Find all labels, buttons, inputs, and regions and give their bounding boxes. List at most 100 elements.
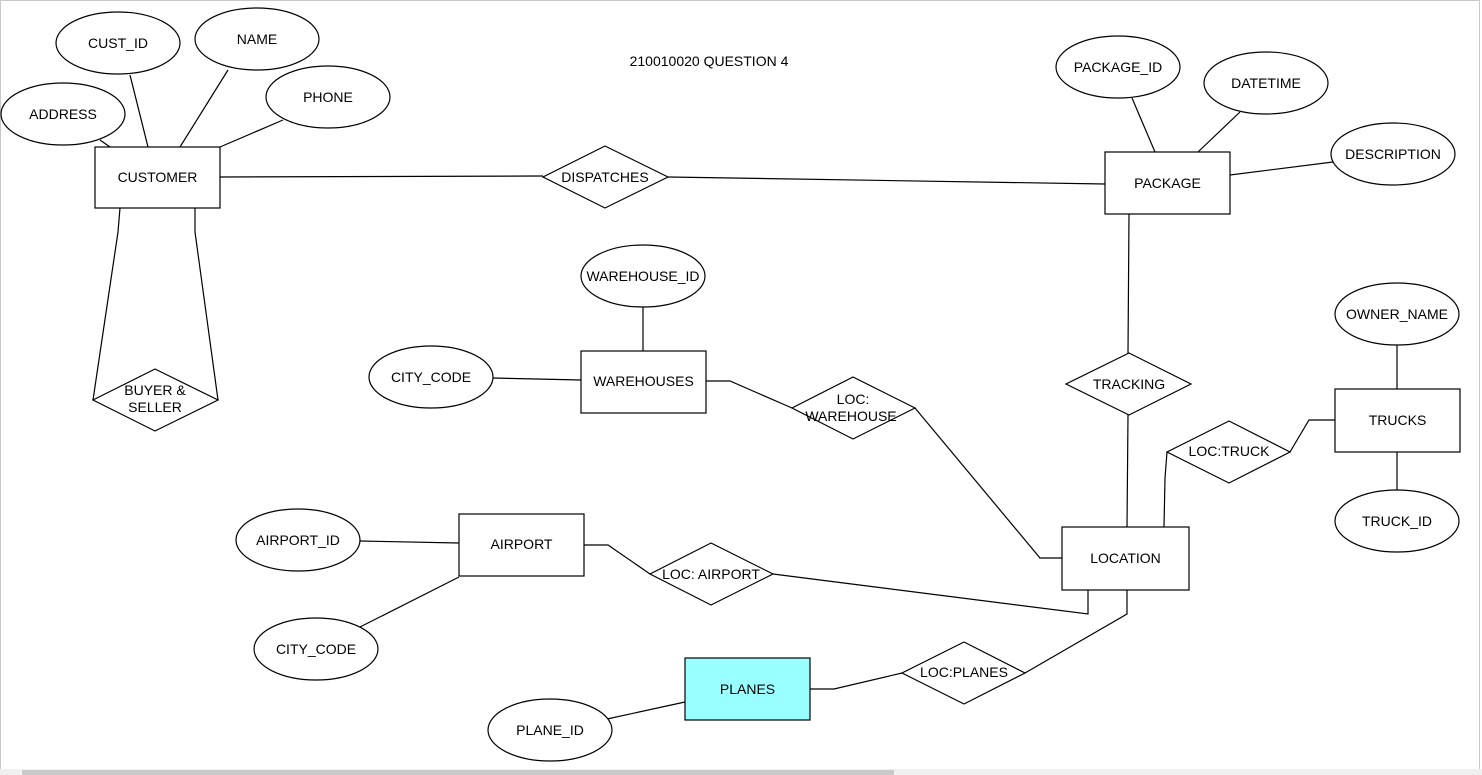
relationship-loc-truck-shape [1165, 420, 1292, 484]
relationship-tracking-shape [1064, 352, 1193, 416]
attribute-cust-id[interactable]: CUST_ID [55, 11, 181, 75]
attribute-datetime-label: DATETIME [1231, 75, 1301, 91]
relationship-tracking[interactable]: TRACKING [1064, 352, 1193, 416]
connector-warehouses-loc-warehouse [706, 380, 793, 409]
entity-customer[interactable]: CUSTOMER [94, 146, 221, 209]
attribute-truck-id-label: TRUCK_ID [1362, 513, 1432, 529]
attribute-package-id-label: PACKAGE_ID [1074, 59, 1162, 75]
connector-package-datetime [1197, 111, 1241, 153]
relationship-loc-planes[interactable]: LOC:PLANES [900, 641, 1027, 705]
relationship-loc-warehouse-label-line2: WAREHOUSE [805, 408, 896, 424]
relationship-loc-planes-label: LOC:PLANES [920, 664, 1008, 680]
connector-warehouses-city-code [492, 377, 582, 381]
connector-tracking-location [1126, 414, 1129, 528]
connector-customer-cust-id [129, 74, 149, 148]
connector-customer-address [99, 139, 111, 148]
attribute-description-label: DESCRIPTION [1345, 146, 1441, 162]
connectors [92, 69, 1398, 720]
connector-customer-name [179, 69, 229, 148]
attribute-airport-id[interactable]: AIRPORT_ID [235, 508, 361, 572]
attribute-owner-name-shape [1334, 282, 1460, 346]
attribute-city-code-airport-shape [253, 617, 379, 681]
connector-trucks-loc-truck [1289, 419, 1335, 453]
connector-planes-plane-id [606, 701, 686, 720]
entity-airport-box [458, 513, 585, 577]
attribute-datetime-shape [1203, 51, 1329, 115]
attribute-description-shape [1330, 122, 1456, 186]
relationship-loc-airport[interactable]: LOC: AIRPORT [648, 542, 775, 606]
attribute-datetime[interactable]: DATETIME [1203, 51, 1329, 115]
entity-warehouses-box [580, 350, 707, 414]
attribute-city-code-airport-label: CITY_CODE [276, 641, 356, 657]
attribute-city-code-warehouse-label: CITY_CODE [391, 369, 471, 385]
entity-trucks-box [1334, 388, 1461, 453]
relationship-buyer-seller-label-line2: SELLER [128, 399, 182, 415]
entity-warehouses-label: WAREHOUSES [593, 373, 694, 389]
connector-airport-airport-id [359, 540, 460, 544]
entity-customer-label: CUSTOMER [118, 169, 198, 185]
connector-planes-loc-planes [810, 672, 903, 690]
attribute-cust-id-label: CUST_ID [88, 35, 148, 51]
relationship-dispatches-label: DISPATCHES [561, 169, 648, 185]
attribute-phone-shape [265, 65, 391, 129]
entity-trucks[interactable]: TRUCKS [1334, 388, 1461, 453]
relationship-buyer-seller[interactable]: BUYER & SELLER [91, 368, 220, 432]
entity-package[interactable]: PACKAGE [1104, 151, 1231, 215]
attribute-warehouse-id-shape [580, 244, 706, 308]
relationship-loc-truck[interactable]: LOC:TRUCK [1165, 420, 1292, 484]
connector-airport-city-code [359, 576, 460, 628]
connector-customer-buyer-seller-right [194, 208, 219, 401]
entity-location-box [1061, 526, 1190, 591]
connector-package-description [1229, 161, 1334, 176]
connector-customer-buyer-seller-left [92, 207, 121, 401]
relationship-loc-planes-shape [900, 641, 1027, 705]
entity-planes[interactable]: PLANES [684, 657, 811, 721]
connector-loc-warehouse-location [914, 407, 1062, 559]
attribute-city-code-airport[interactable]: CITY_CODE [253, 617, 379, 681]
relationship-tracking-label: TRACKING [1093, 376, 1165, 392]
attribute-name-shape [194, 7, 320, 71]
entity-location[interactable]: LOCATION [1061, 526, 1190, 591]
attribute-package-id[interactable]: PACKAGE_ID [1055, 35, 1181, 99]
attribute-address-label: ADDRESS [29, 106, 97, 122]
relationship-dispatches[interactable]: DISPATCHES [541, 145, 670, 209]
attribute-warehouse-id[interactable]: WAREHOUSE_ID [580, 244, 706, 308]
relationship-loc-airport-shape [648, 542, 775, 606]
relationship-buyer-seller-label-line1: BUYER & [124, 382, 186, 398]
entity-planes-label: PLANES [720, 681, 775, 697]
attribute-package-id-shape [1055, 35, 1181, 99]
relationship-loc-warehouse[interactable]: LOC: WAREHOUSE [790, 376, 917, 440]
relationship-buyer-seller-shape [91, 368, 220, 432]
attribute-truck-id[interactable]: TRUCK_ID [1334, 489, 1460, 553]
horizontal-scrollbar-thumb[interactable] [22, 770, 894, 775]
connector-customer-phone [219, 119, 284, 148]
entity-customer-box [94, 146, 221, 209]
entity-location-label: LOCATION [1090, 550, 1161, 566]
attribute-warehouse-id-label: WAREHOUSE_ID [586, 268, 699, 284]
entity-package-label: PACKAGE [1134, 175, 1201, 191]
relationship-dispatches-shape [541, 145, 670, 209]
connector-airport-loc-airport [584, 544, 651, 575]
attribute-airport-id-shape [235, 508, 361, 572]
connector-loc-planes-location [1024, 590, 1128, 674]
attribute-airport-id-label: AIRPORT_ID [256, 532, 340, 548]
attribute-address[interactable]: ADDRESS [0, 82, 126, 146]
attribute-owner-name[interactable]: OWNER_NAME [1334, 282, 1460, 346]
attribute-description[interactable]: DESCRIPTION [1330, 122, 1456, 186]
entity-airport[interactable]: AIRPORT [458, 513, 585, 577]
attribute-address-shape [0, 82, 126, 146]
attribute-plane-id[interactable]: PLANE_ID [487, 698, 613, 762]
attribute-city-code-warehouse-shape [368, 345, 494, 409]
attribute-phone[interactable]: PHONE [265, 65, 391, 129]
entity-airport-label: AIRPORT [491, 536, 553, 552]
entity-warehouses[interactable]: WAREHOUSES [580, 350, 707, 414]
diagram-title: 210010020 QUESTION 4 [630, 53, 789, 69]
attribute-city-code-warehouse[interactable]: CITY_CODE [368, 345, 494, 409]
connector-dispatches-package [667, 176, 1106, 185]
attribute-plane-id-shape [487, 698, 613, 762]
entity-trucks-label: TRUCKS [1369, 412, 1427, 428]
attribute-name[interactable]: NAME [194, 7, 320, 71]
relationship-loc-warehouse-label-line1: LOC: [837, 391, 870, 407]
